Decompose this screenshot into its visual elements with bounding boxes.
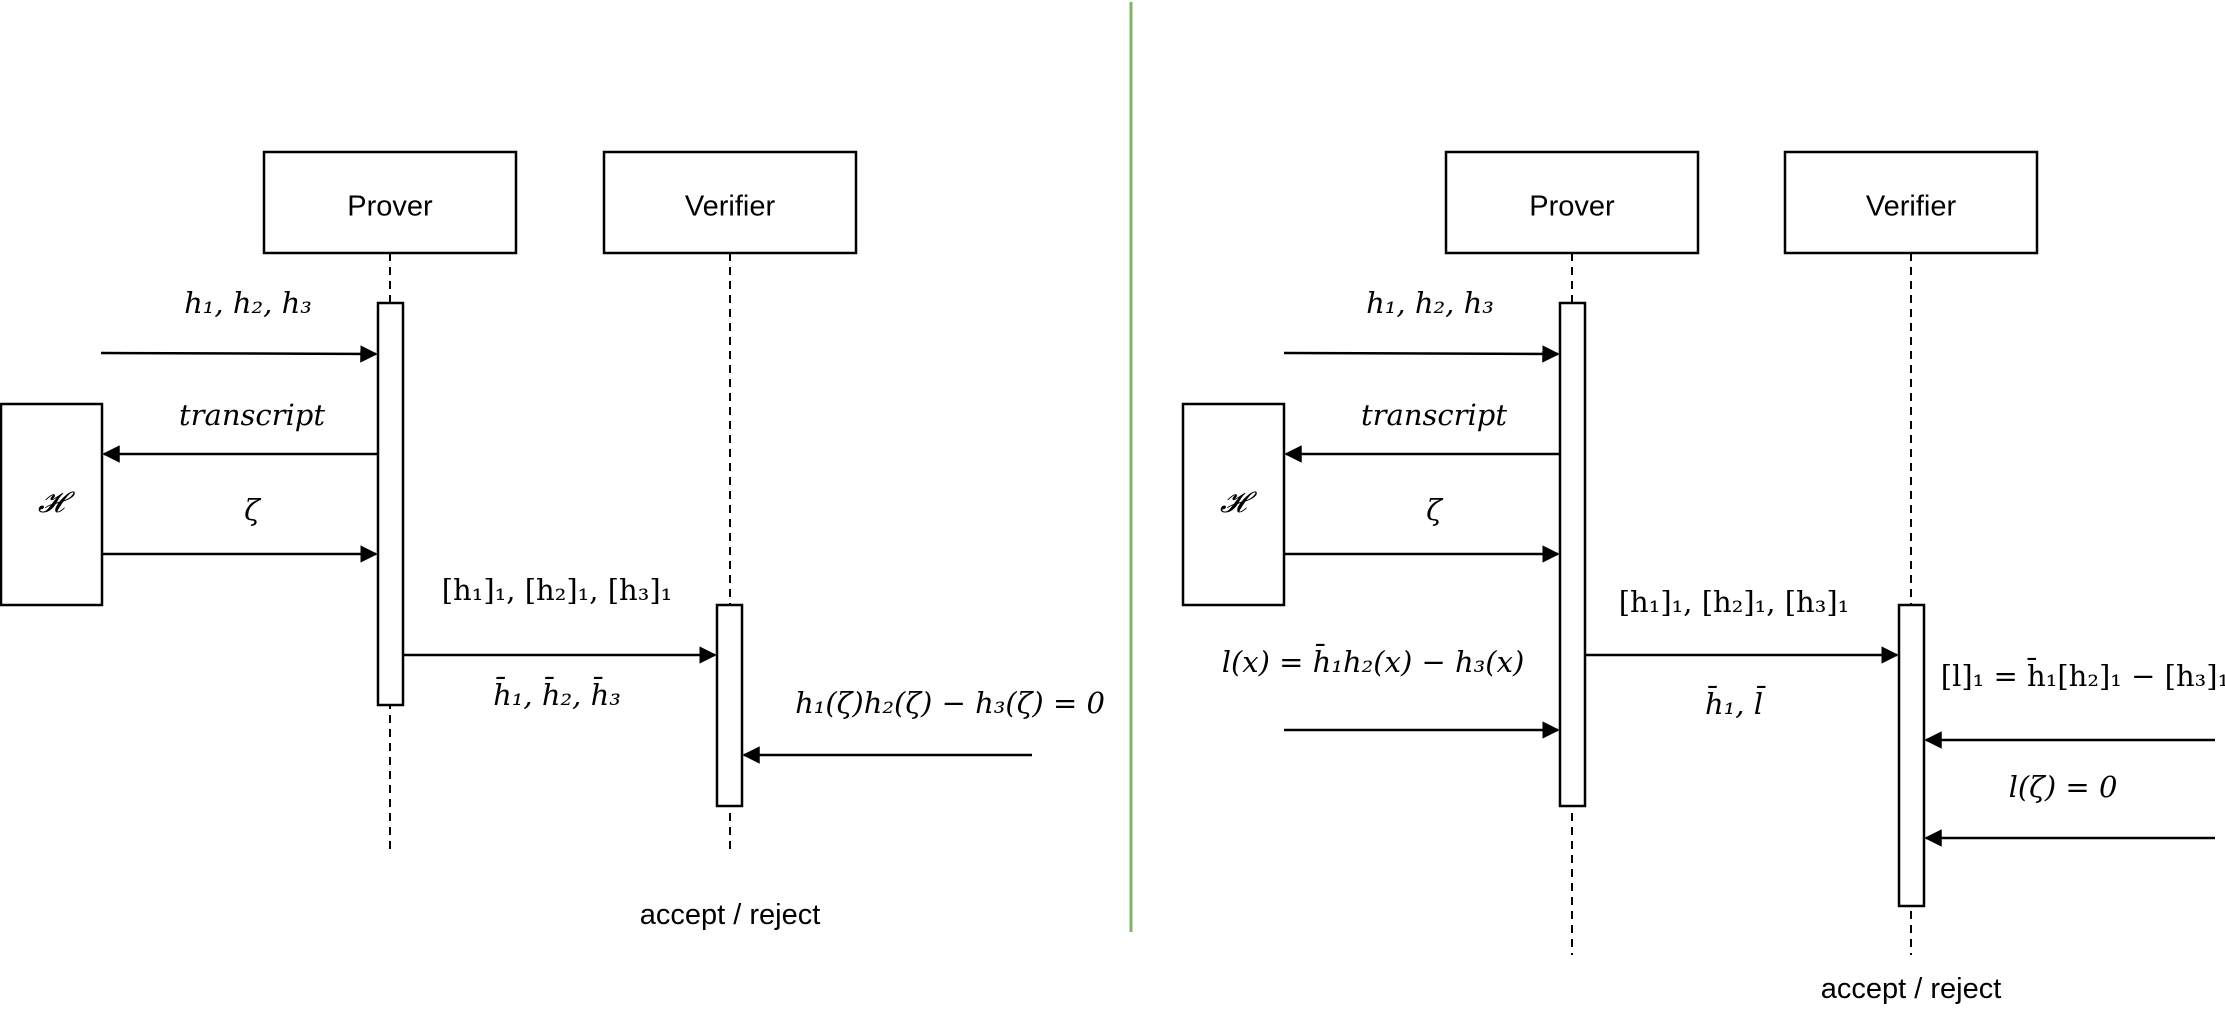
right-msg-commitments-label: [h₁]₁, [h₂]₁, [h₃]₁ bbox=[1619, 585, 1850, 619]
left-oracle-box bbox=[0, 402, 104, 607]
right-prover-label: Prover bbox=[1529, 191, 1615, 223]
left-msg-transcript-label: transcript bbox=[179, 398, 325, 432]
right-msg-transcript-label: transcript bbox=[1361, 398, 1507, 432]
left-check-label: h₁(ζ)h₂(ζ) − h₃(ζ) = 0 bbox=[795, 686, 1105, 720]
left-verifier-activation bbox=[715, 603, 744, 808]
left-msg-evals-label: h̄₁, h̄₂, h̄₃ bbox=[493, 676, 621, 712]
right-msg-zeta-label: ζ bbox=[1426, 493, 1444, 527]
left-panel: Prover Verifier 𝓗 h₁, h₂, h₃ transcript … bbox=[0, 150, 1105, 931]
right-msg-linearize-label: l(x) = h̄₁h₂(x) − h₃(x) bbox=[1222, 643, 1525, 679]
right-msg-evals-label: h̄₁, l̄ bbox=[1705, 685, 1766, 721]
right-msg-commit-arrow bbox=[1283, 345, 1560, 363]
right-prover-box bbox=[1444, 150, 1700, 255]
right-prover-activation bbox=[1558, 301, 1587, 808]
left-msg-zeta-label: ζ bbox=[244, 493, 262, 527]
left-verifier-label: Verifier bbox=[685, 191, 776, 223]
right-result-label: accept / reject bbox=[1821, 973, 2002, 1005]
left-verifier-box bbox=[602, 150, 858, 255]
left-prover-box bbox=[262, 150, 518, 255]
right-verifier-label: Verifier bbox=[1866, 191, 1957, 223]
right-msg-commit-label: h₁, h₂, h₃ bbox=[1366, 286, 1494, 320]
left-msg-commitments-label: [h₁]₁, [h₂]₁, [h₃]₁ bbox=[442, 573, 673, 607]
right-oracle-box bbox=[1181, 402, 1286, 607]
left-prover-label: Prover bbox=[347, 191, 433, 223]
left-prover-activation bbox=[376, 301, 405, 707]
right-check-eval-label: l(ζ) = 0 bbox=[2009, 770, 2118, 804]
right-verifier-activation bbox=[1897, 603, 1926, 908]
right-panel: Prover Verifier 𝓗 h₁, h₂, h₃ transcript … bbox=[1181, 150, 2225, 1005]
right-verifier-box bbox=[1783, 150, 2039, 255]
left-msg-commit-arrow bbox=[100, 345, 378, 363]
left-result-label: accept / reject bbox=[640, 899, 821, 931]
right-check-commitment-label: [l]₁ = h̄₁[h₂]₁ − [h₃]₁ bbox=[1941, 657, 2225, 693]
left-msg-commit-label: h₁, h₂, h₃ bbox=[184, 286, 312, 320]
